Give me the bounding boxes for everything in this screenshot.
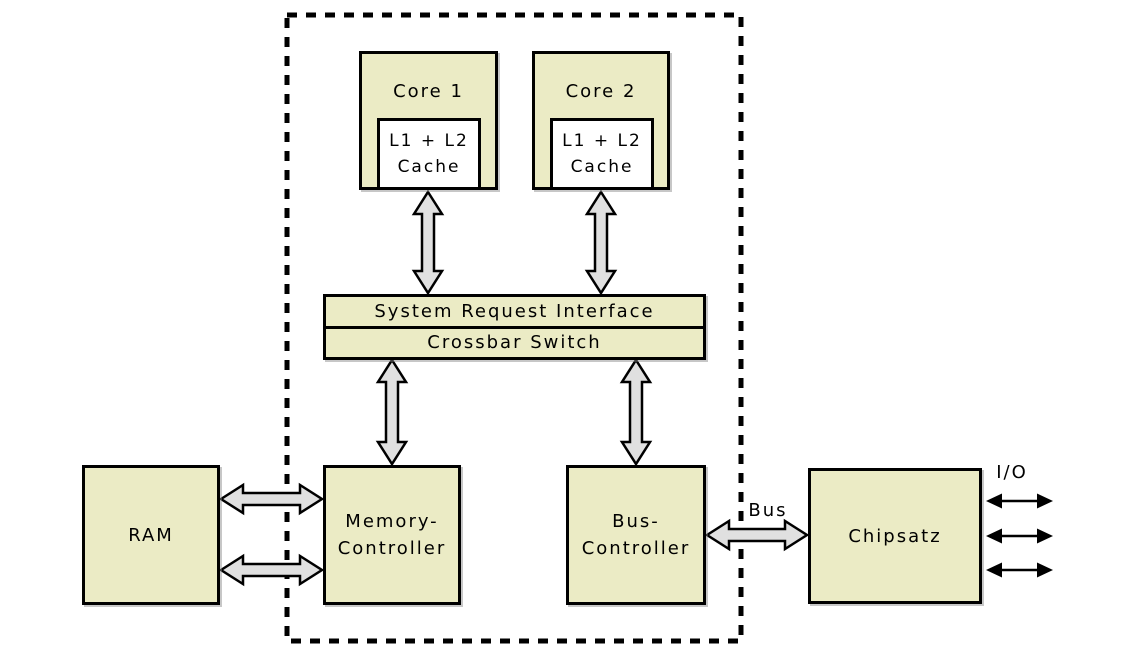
- core1-cache-box: L1 + L2 Cache: [377, 118, 481, 190]
- crossbar-switch-row: Crossbar Switch: [326, 329, 703, 358]
- io-arrow-1: [986, 493, 1053, 509]
- ram-box: RAM: [82, 465, 220, 605]
- arrow-crossbar-busctrl: [619, 357, 653, 467]
- bus-controller-line2: Controller: [581, 538, 691, 559]
- memory-controller-line1: Memory-: [345, 511, 439, 532]
- core2-cache-box: L1 + L2 Cache: [550, 118, 654, 190]
- arrow-cache1-sri: [411, 189, 445, 296]
- io-arrow-2: [986, 528, 1053, 544]
- core2-cache-line2: Cache: [570, 157, 634, 177]
- chipset-box: Chipsatz: [808, 468, 982, 604]
- core1-label: Core 1: [393, 81, 464, 102]
- ram-label: RAM: [128, 524, 174, 546]
- arrow-cache2-sri: [584, 189, 618, 296]
- crossbar-switch-label: Crossbar Switch: [427, 332, 602, 354]
- io-label: I/O: [996, 462, 1028, 483]
- bus-controller-box: Bus- Controller: [566, 465, 706, 605]
- arrow-ram-memctrl-upper: [218, 482, 325, 516]
- core1-box: Core 1 L1 + L2 Cache: [359, 51, 498, 190]
- system-request-interface-label: System Request Interface: [374, 300, 655, 322]
- system-request-interface-row: System Request Interface: [326, 297, 703, 329]
- io-arrow-3: [986, 562, 1053, 578]
- bus-label: Bus: [748, 500, 788, 521]
- arrow-ram-memctrl-lower: [218, 553, 325, 587]
- chipset-label: Chipsatz: [848, 525, 942, 547]
- core2-box: Core 2 L1 + L2 Cache: [532, 51, 670, 190]
- bus-controller-line1: Bus-: [612, 511, 660, 532]
- arrow-crossbar-memctrl: [375, 357, 409, 467]
- core2-cache-line1: L1 + L2: [562, 131, 642, 151]
- core1-cache-line1: L1 + L2: [389, 131, 469, 151]
- core2-label: Core 2: [565, 81, 637, 102]
- arrow-busctrl-chipset: [704, 518, 810, 552]
- sri-crossbar-box: System Request Interface Crossbar Switch: [323, 294, 706, 360]
- memory-controller-box: Memory- Controller: [323, 465, 461, 605]
- core1-cache-line2: Cache: [397, 157, 461, 177]
- cpu-boundary-dashed-rect: [284, 12, 744, 644]
- memory-controller-line2: Controller: [337, 538, 447, 559]
